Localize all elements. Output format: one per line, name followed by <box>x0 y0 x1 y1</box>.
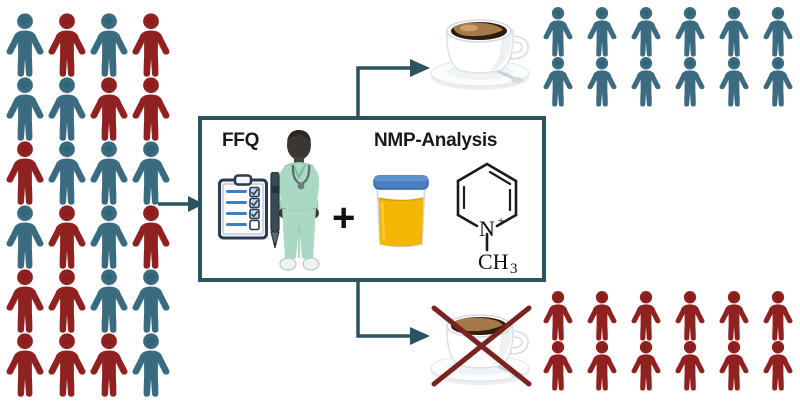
person-figure-blue <box>4 76 46 141</box>
person-figure-red <box>4 332 46 397</box>
pen-icon <box>268 171 282 250</box>
person-figure-blue <box>668 6 712 57</box>
person-figure-red <box>4 140 46 205</box>
person-figure-red <box>712 340 756 391</box>
person-figure-blue <box>130 140 172 205</box>
nitrogen-label: N <box>479 216 495 241</box>
person-figure-blue <box>88 140 130 205</box>
person-figure-red <box>130 204 172 269</box>
urine-sample-cup-icon <box>370 166 432 248</box>
arrow-cohort-to-box <box>158 190 206 218</box>
person-figure-blue <box>580 6 624 57</box>
ffq-label: FFQ <box>222 130 260 151</box>
person-figure-red <box>46 12 88 77</box>
non-coffee-drinkers-grid <box>536 290 800 391</box>
person-figure-blue <box>624 6 668 57</box>
person-figure-red <box>46 204 88 269</box>
person-figure-red <box>624 290 668 341</box>
person-figure-red <box>130 12 172 77</box>
person-figure-blue <box>756 56 800 107</box>
person-figure-red <box>712 290 756 341</box>
person-figure-red <box>624 340 668 391</box>
nitrogen-charge-label: + <box>497 213 504 228</box>
nurse-icon <box>268 128 330 280</box>
study-cohort-grid <box>4 12 172 397</box>
nmp-molecule-icon: N + CH 3 <box>440 158 534 277</box>
person-figure-red <box>756 290 800 341</box>
person-figure-red <box>88 76 130 141</box>
person-figure-blue <box>624 56 668 107</box>
person-figure-blue <box>88 268 130 333</box>
person-figure-blue <box>712 6 756 57</box>
person-figure-blue <box>4 204 46 269</box>
person-figure-blue <box>130 332 172 397</box>
coffee-cup-crossed-out-icon <box>424 296 542 392</box>
methyl-subscript-label: 3 <box>510 261 518 274</box>
person-figure-red <box>536 340 580 391</box>
person-figure-red <box>756 340 800 391</box>
person-figure-red <box>46 332 88 397</box>
arrow-box-to-nocoffee <box>352 276 444 358</box>
clipboard-icon <box>218 174 268 240</box>
person-figure-blue <box>756 6 800 57</box>
person-figure-red <box>536 290 580 341</box>
coffee-cup-icon <box>424 4 536 94</box>
person-figure-red <box>668 340 712 391</box>
person-figure-blue <box>580 56 624 107</box>
person-figure-blue <box>88 12 130 77</box>
person-figure-blue <box>668 56 712 107</box>
person-figure-blue <box>4 12 46 77</box>
person-figure-blue <box>712 56 756 107</box>
methyl-label: CH <box>478 249 509 274</box>
person-figure-blue <box>88 204 130 269</box>
person-figure-blue <box>46 76 88 141</box>
person-figure-red <box>4 268 46 333</box>
arrow-box-to-coffee <box>352 46 444 122</box>
study-box: FFQ NMP-Analysis <box>198 116 546 282</box>
plus-symbol: + <box>332 196 356 240</box>
person-figure-red <box>580 290 624 341</box>
person-figure-blue <box>536 56 580 107</box>
person-figure-blue <box>130 268 172 333</box>
coffee-drinkers-grid <box>536 6 800 107</box>
cross-out-mark <box>431 305 532 387</box>
person-figure-red <box>130 76 172 141</box>
nmp-analysis-label: NMP-Analysis <box>374 130 498 151</box>
person-figure-red <box>46 268 88 333</box>
person-figure-blue <box>46 140 88 205</box>
person-figure-red <box>580 340 624 391</box>
person-figure-red <box>88 332 130 397</box>
person-figure-blue <box>536 6 580 57</box>
person-figure-red <box>668 290 712 341</box>
